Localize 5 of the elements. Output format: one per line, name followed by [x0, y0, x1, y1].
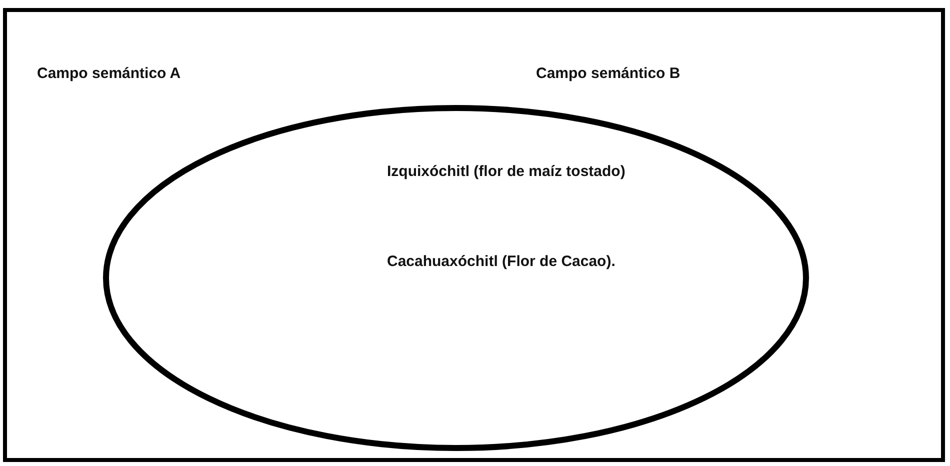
- set-label: Campo semántico A: [37, 64, 182, 84]
- set-label: Campo semántico B: [536, 64, 682, 84]
- term-text: Cacahuaxóchitl (Flor de Cacao).: [387, 252, 616, 272]
- term-text: Izquixóchitl (flor de maíz tostado): [387, 162, 626, 182]
- outer-set-rectangle: [3, 8, 945, 462]
